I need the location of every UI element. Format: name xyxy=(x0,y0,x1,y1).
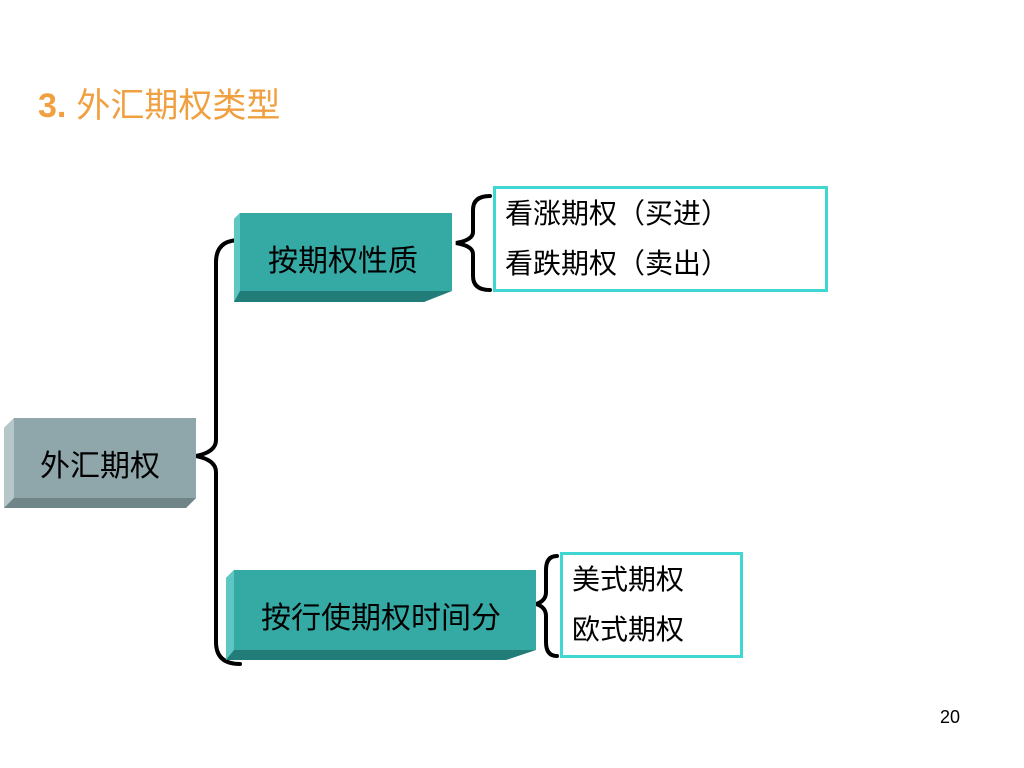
title-text: 外汇期权类型 xyxy=(76,86,281,126)
leaf-item-call: 看涨期权（买进） xyxy=(505,197,730,230)
cat1-brace xyxy=(455,194,492,292)
root-node: 外汇期权 xyxy=(4,418,196,508)
category-node-nature-label: 按期权性质 xyxy=(268,243,418,279)
leaf-box-nature: 看涨期权（买进） 看跌期权（卖出） xyxy=(493,186,828,292)
root-node-label: 外汇期权 xyxy=(40,449,160,484)
category-node-exercise-time-shape xyxy=(226,570,536,660)
leaf-box-exercise-time: 美式期权 欧式期权 xyxy=(560,552,743,658)
leaf-item-european: 欧式期权 xyxy=(572,613,685,646)
category-node-nature-shape xyxy=(234,213,452,302)
category-node-exercise-time-label: 按行使期权时间分 xyxy=(261,601,501,636)
leaf-item-put: 看跌期权（卖出） xyxy=(505,247,730,280)
slide-title: 3.外汇期权类型 xyxy=(38,78,280,127)
leaf-item-american: 美式期权 xyxy=(572,563,685,596)
title-number: 3. xyxy=(38,87,67,125)
root-brace xyxy=(195,238,242,666)
root-node-shape xyxy=(4,418,196,508)
category-node-exercise-time: 按行使期权时间分 xyxy=(226,570,536,660)
category-node-nature: 按期权性质 xyxy=(234,213,452,302)
page-number: 20 xyxy=(940,707,961,727)
cat2-brace xyxy=(529,554,559,658)
